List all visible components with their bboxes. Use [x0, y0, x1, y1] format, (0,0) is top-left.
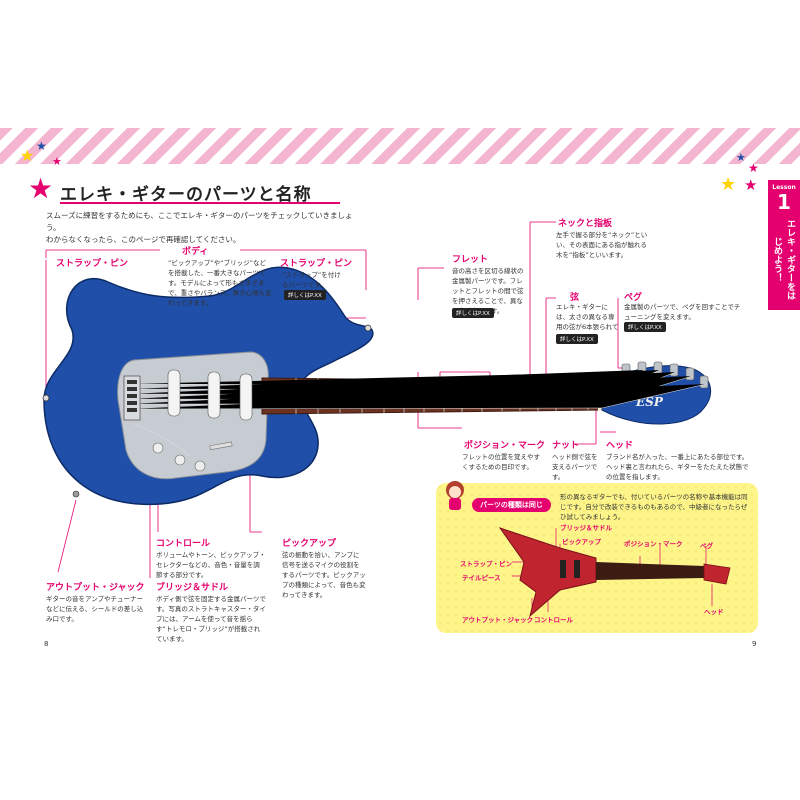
desc-head: ブランド名が入った、一番上にあたる部位です。ヘッド裏と言われたら、ギターをたたえ…: [606, 453, 749, 481]
desc-control: ボリュームやトーン、ピックアップ・セレクターなどの、音色・音量を調節する部分です…: [156, 551, 266, 579]
link-string[interactable]: 詳しくはP.XX: [556, 334, 598, 344]
inset-guitar-headstock: [703, 563, 731, 585]
star-icon: ★: [720, 174, 737, 195]
intro-line-2: わからなくなったら、このページで再確認してください。: [46, 235, 241, 244]
inset-label-tailpiece: テイルピース: [462, 574, 501, 582]
star-icon: ★: [748, 161, 759, 175]
desc-strap-pin-right: “ストラップ”を付けるパーツです。: [282, 271, 341, 289]
strap-pin-body: [364, 324, 372, 332]
label-strap-pin-left: ストラップ・ピン: [56, 259, 129, 269]
inset-badge: パーツの種類は同じ: [472, 498, 551, 512]
label-string: 弦: [570, 293, 580, 303]
inset-pickups: [560, 560, 580, 578]
desc-peg: 金属製のパーツで、ペグを回すことでチューニングを変えます。: [624, 303, 741, 321]
inset-label-pickup: ピックアップ: [562, 538, 601, 546]
star-icon: ★: [744, 176, 758, 194]
label-peg: ペグ: [624, 293, 643, 303]
inset-label-strap-pin: ストラップ・ピン: [460, 560, 512, 568]
leader-fret: [417, 267, 444, 300]
tremolo-arm: [133, 423, 191, 457]
character-avatar-icon: [446, 481, 464, 510]
page-number-right: 9: [752, 640, 757, 648]
desc-pickup: 弦の振動を拾い、アンプに信号を送るマイクの役割をするパーツです。ピックアップの種…: [282, 551, 366, 599]
inset-guitar-body: [498, 527, 597, 618]
star-icon: ★: [36, 139, 47, 153]
page-title: エレキ・ギターのパーツと名称: [60, 185, 312, 205]
star-icon: ★: [52, 155, 62, 168]
desc-body: “ピックアップ”や“ブリッジ”などを搭載した、一番大きなパーツです。モデルによっ…: [168, 259, 272, 307]
label-position-mark: ポジション・マーク: [464, 441, 546, 451]
inset-label-head: ヘッド: [704, 608, 724, 616]
inset-label-peg: ペグ: [700, 542, 713, 550]
lesson-label: Lesson: [772, 184, 796, 191]
label-bridge: ブリッジ＆サドル: [156, 583, 229, 593]
lesson-number: 1: [777, 190, 791, 214]
label-nut: ナット: [552, 441, 580, 451]
label-pickup: ピックアップ: [282, 539, 337, 549]
label-body: ボディ: [182, 247, 209, 257]
title-underline: [60, 202, 340, 204]
leader-output-jack: [57, 499, 77, 573]
lesson-side-tab: Lesson 1 エレキ・ギターをはじめよう！: [768, 180, 800, 310]
link-fret[interactable]: 詳しくはP.XX: [452, 308, 494, 318]
desc-output-jack: ギターの音をアンプやチューナーなどに伝える、シールドの差し込み口です。: [46, 595, 144, 623]
intro-line-1: スムーズに練習をするためにも、ここでエレキ・ギターのパーツをチェックしていきまし…: [46, 211, 353, 232]
pickup-selector: [209, 441, 233, 450]
label-fret: フレット: [452, 255, 489, 265]
page-number-left: 8: [44, 640, 49, 648]
inset-guitar-neck: [596, 562, 704, 580]
leader-peg: [617, 298, 622, 369]
leader-position-mark: [417, 371, 491, 429]
desc-neck: 左手で握る部分を“ネック”といい、その表面にある指が触れる木を“指板”といいます…: [556, 231, 648, 259]
label-head: ヘッド: [606, 441, 634, 451]
desc-bridge: ボディ側で弦を固定する金属パーツです。写真のストラトキャスター・タイプには、アー…: [156, 595, 266, 643]
lesson-vertical-title: エレキ・ギターをはじめよう！: [772, 218, 795, 300]
inset-label-position-mark: ポジション・マーク: [624, 540, 683, 548]
control-knobs: [152, 442, 206, 472]
star-icon: ★: [20, 146, 35, 165]
label-neck: ネックと指板: [558, 219, 613, 229]
desc-nut: ヘッド側で弦を支えるパーツです。: [552, 453, 598, 481]
inset-label-output-jack: アウトプット・ジャック: [462, 616, 534, 624]
desc-position-mark: フレットの位置を覚えやすくするための目印です。: [462, 453, 540, 471]
intro-text: スムーズに練習をするためにも、ここでエレキ・ギターのパーツをチェックしていきまし…: [46, 210, 366, 246]
inset-label-bridge: ブリッジ＆サドル: [560, 524, 612, 532]
title-star-icon: ★: [28, 172, 54, 205]
label-output-jack: アウトプット・ジャック: [46, 583, 145, 593]
link-strap-pin[interactable]: 詳しくはP.XX: [284, 290, 326, 300]
inset-text: 形の異なるギターでも、付いているパーツの名称や基本機能は同じです。自分で改装でき…: [560, 493, 748, 521]
pickups: [167, 369, 253, 421]
header-stripe-band: [0, 128, 800, 164]
label-control: コントロール: [156, 539, 211, 549]
bridge-saddles: [127, 380, 137, 412]
leader-body: [45, 249, 367, 290]
guitar-strings: [127, 369, 707, 410]
strap-pin-bottom: [42, 394, 50, 402]
star-icon: ★: [736, 151, 746, 164]
output-jack-socket: [72, 490, 80, 498]
link-peg[interactable]: 詳しくはP.XX: [624, 322, 666, 332]
label-strap-pin-right: ストラップ・ピン: [280, 259, 353, 269]
leader-neck: [529, 221, 556, 400]
inset-label-control: コントロール: [534, 616, 573, 624]
